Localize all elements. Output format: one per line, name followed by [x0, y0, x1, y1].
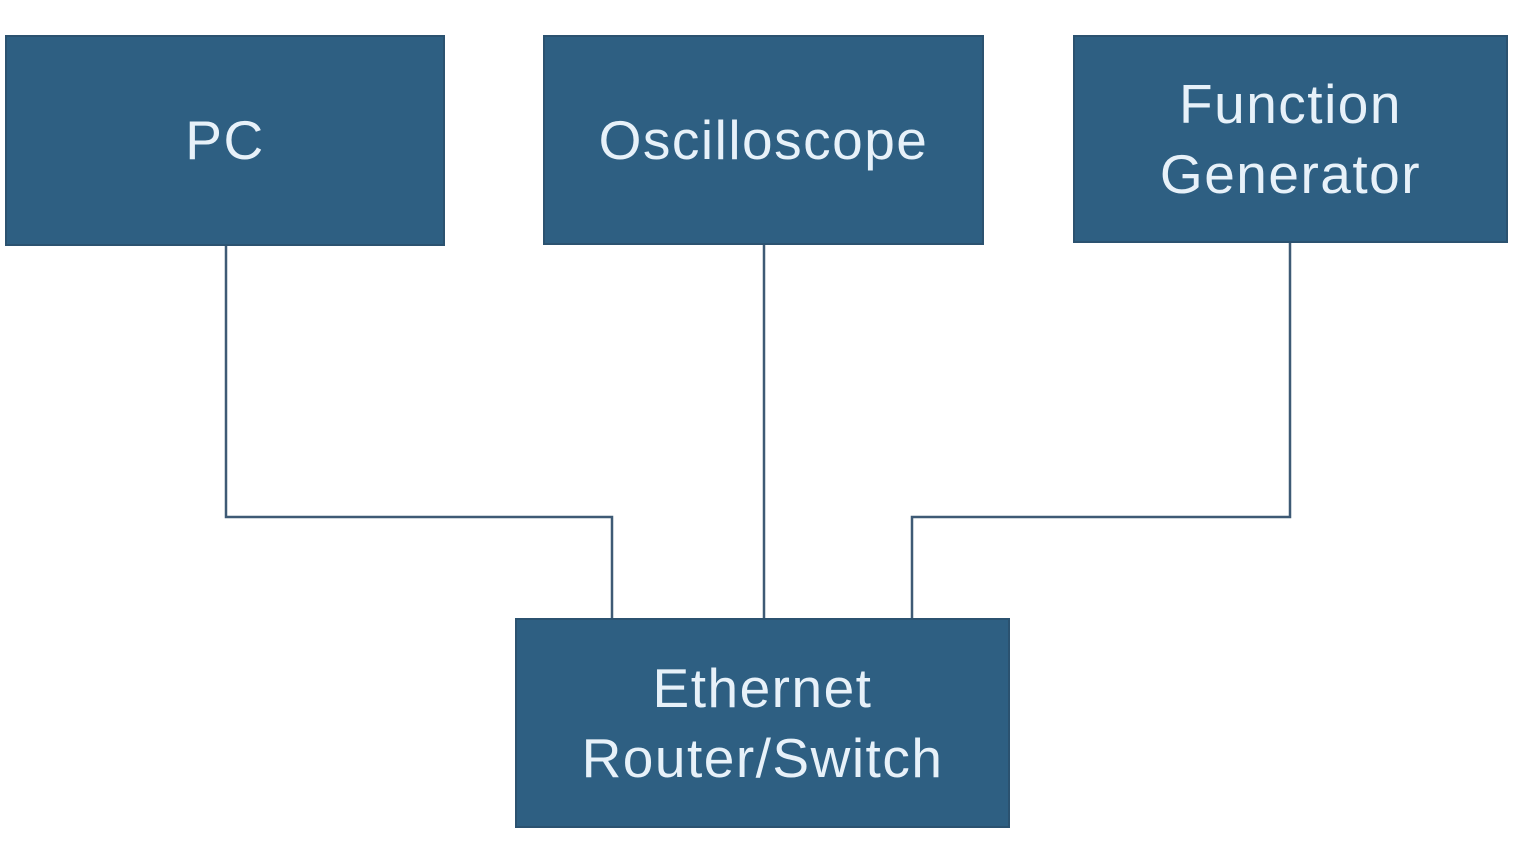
node-pc-label: PC	[185, 109, 265, 172]
node-oscilloscope: Oscilloscope	[543, 35, 984, 245]
node-pc: PC	[5, 35, 445, 246]
node-function-generator: Function Generator	[1073, 35, 1508, 243]
node-ethernet-router-switch: Ethernet Router/Switch	[515, 618, 1010, 828]
node-function-generator-label: Function Generator	[1159, 72, 1422, 205]
edge-function-generator-to-router	[910, 243, 1292, 622]
node-oscilloscope-label: Oscilloscope	[598, 108, 929, 171]
edge-pc-to-router	[224, 246, 614, 622]
node-ethernet-router-switch-label: Ethernet Router/Switch	[581, 656, 944, 789]
